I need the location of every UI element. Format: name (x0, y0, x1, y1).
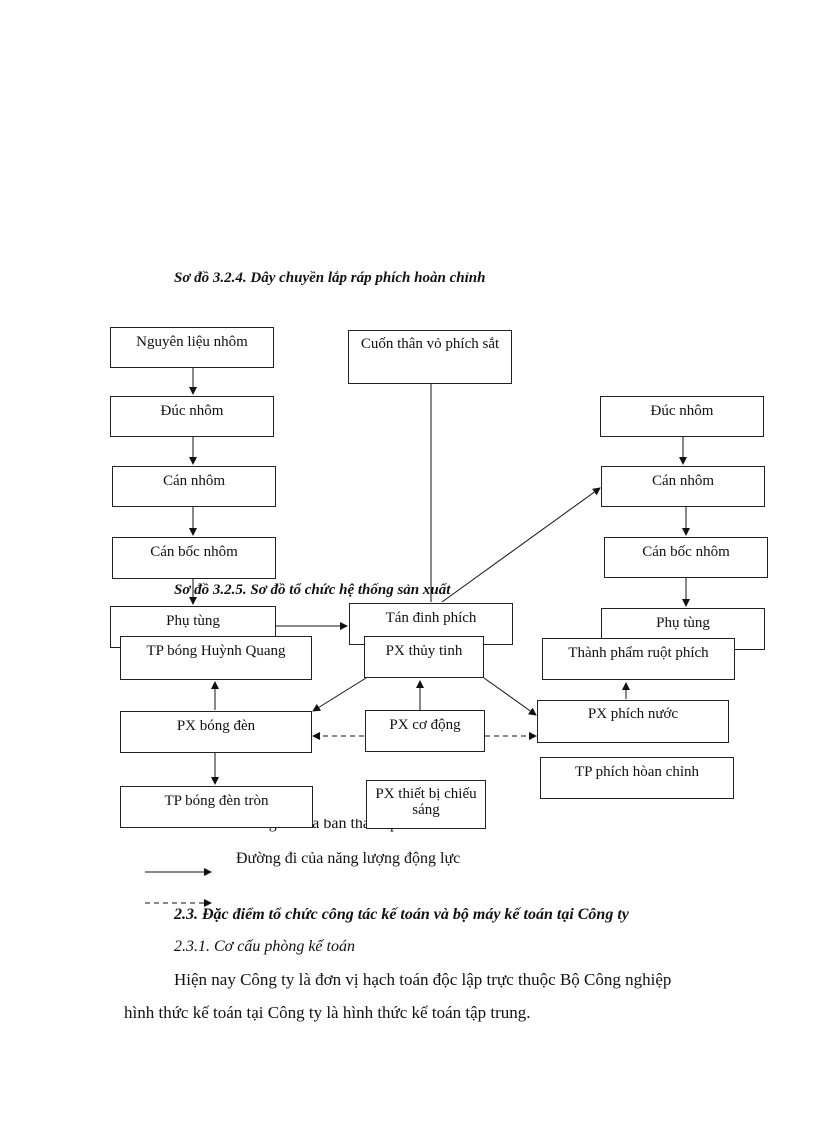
node-tp-bong-den-tron: TP bóng đèn tròn (120, 786, 313, 828)
node-tp-bong-huynh-quang: TP bóng Huỳnh Quang (120, 636, 312, 680)
node-px-co-dong: PX cơ động (365, 710, 485, 752)
node-duc-nhom-left: Đúc nhôm (110, 396, 274, 437)
paragraph-line-1: Hiện nay Công ty là đơn vị hạch toán độc… (174, 970, 672, 989)
node-can-boc-nhom-left: Cán bốc nhôm (112, 537, 276, 579)
node-px-bong-den: PX bóng đèn (120, 711, 312, 753)
node-can-nhom-left: Cán nhôm (112, 466, 276, 507)
node-tp-phich-hoan-chinh: TP phích hòan chỉnh (540, 757, 734, 799)
section-subheading: 2.3.1. Cơ cấu phòng kế toán (174, 938, 355, 955)
node-nguyen-lieu-nhom: Nguyên liệu nhôm (110, 327, 274, 368)
node-px-thiet-bi-chieu-sang: PX thiết bị chiếu sáng (366, 780, 486, 829)
node-can-boc-nhom-right: Cán bốc nhôm (604, 537, 768, 578)
node-px-thuy-tinh: PX thủy tinh (364, 636, 484, 678)
node-cuon-than-vo: Cuốn thân vỏ phích sắt (348, 330, 512, 384)
node-duc-nhom-right: Đúc nhôm (600, 396, 764, 437)
node-can-nhom-right: Cán nhôm (601, 466, 765, 507)
diagram1-title: Sơ đồ 3.2.4. Dây chuyền lắp ráp phích ho… (174, 270, 486, 286)
legend-energy-label: Đường đi của năng lượng động lực (236, 850, 461, 867)
diagram2-title: Sơ đồ 3.2.5. Sơ đồ tổ chức hệ thống sản … (174, 582, 451, 598)
section-heading: 2.3. Đặc điểm tổ chức công tác kế toán v… (174, 906, 629, 923)
node-px-phich-nuoc: PX phích nước (537, 700, 729, 743)
paragraph-line-2: hình thức kế toán tại Công ty là hình th… (124, 1003, 531, 1022)
node-thanh-pham-ruot-phich: Thành phẩm ruột phích (542, 638, 735, 680)
